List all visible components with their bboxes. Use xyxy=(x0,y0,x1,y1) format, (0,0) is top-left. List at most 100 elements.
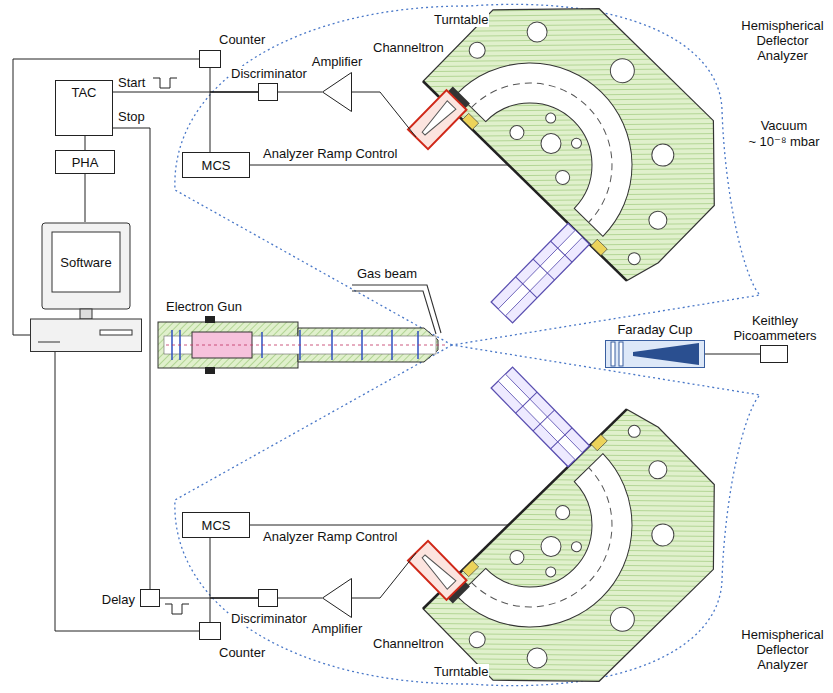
insulator xyxy=(591,239,607,255)
node-label: Counter xyxy=(218,645,266,660)
analyzer-housing xyxy=(346,0,756,366)
gas-beam-tube xyxy=(352,285,441,333)
insulator xyxy=(462,113,478,129)
node-label: Discriminator xyxy=(230,66,308,81)
lens-tube xyxy=(491,223,589,323)
picoammeter-box: Keithley Picoammeters xyxy=(760,345,788,363)
node-label: MCS xyxy=(202,518,231,533)
gas-beam-nozzle xyxy=(352,285,441,334)
amplifier-symbol xyxy=(323,579,352,618)
signal-wire xyxy=(55,352,199,631)
amplifier-symbol xyxy=(322,578,352,618)
signal-wire xyxy=(352,92,416,137)
pressure-label: ~ 10⁻⁸ mbar xyxy=(738,134,830,149)
node-label: Delay xyxy=(101,592,136,607)
faraday-cup: Faraday Cup xyxy=(605,340,705,368)
pulse-symbol xyxy=(153,78,177,88)
housing-holes xyxy=(440,0,735,267)
node-label: Counter xyxy=(218,32,266,47)
analyzer-label: Hemispherical Deflector Analyzer xyxy=(734,18,831,63)
hole xyxy=(647,140,678,171)
faraday-cup xyxy=(605,340,705,368)
electron-gun xyxy=(158,316,446,374)
hole xyxy=(553,167,573,187)
signal-wire xyxy=(85,136,86,150)
hole xyxy=(645,208,670,233)
signal-wire xyxy=(210,538,258,598)
pha-box: PHA xyxy=(55,150,115,174)
mcs-box: MCS xyxy=(182,512,250,538)
case-detail xyxy=(38,342,60,343)
drive-slot xyxy=(100,330,132,335)
central-trajectory xyxy=(471,49,646,222)
mcs-box: MCS xyxy=(182,152,250,178)
channeltron-detector xyxy=(408,85,471,149)
gun-label: Electron Gun xyxy=(165,299,243,314)
amplifier-symbol: Amplifier xyxy=(322,72,352,112)
signal-wire xyxy=(113,128,150,589)
cup-aperture xyxy=(619,342,623,366)
turntable-label: Turntable xyxy=(433,664,489,679)
counter-box: Counter xyxy=(199,50,221,68)
ramp-wire xyxy=(250,165,508,166)
delay-box: Delay xyxy=(140,589,160,607)
node-label: Amplifier xyxy=(311,621,364,636)
signal-wire xyxy=(210,92,258,152)
monitor xyxy=(42,223,130,309)
amplifier-symbol: Amplifier xyxy=(322,578,352,618)
channeltron-label: Channeltron xyxy=(372,40,445,55)
cup-body xyxy=(606,341,705,368)
monitor-stand xyxy=(80,309,92,319)
discriminator-box: Discriminator xyxy=(258,83,278,101)
node-label: Discriminator xyxy=(230,611,308,626)
wires xyxy=(153,78,508,614)
hole xyxy=(626,250,643,267)
analyzer-housing xyxy=(346,324,756,693)
signal-label: Start xyxy=(117,75,146,90)
node-label: Software xyxy=(52,232,120,292)
counter-box: Counter xyxy=(199,622,221,640)
signal-wire xyxy=(352,553,416,598)
vacuum-label: Vacuum xyxy=(738,118,830,133)
hole xyxy=(537,129,565,157)
signal-wire xyxy=(278,598,322,599)
computer xyxy=(30,222,142,352)
lens-element xyxy=(516,241,572,298)
cup-aperture xyxy=(611,342,615,366)
node-label: PHA xyxy=(72,155,99,170)
amplifier-symbol xyxy=(322,72,352,112)
gas-beam-label: Gas beam xyxy=(356,266,418,281)
turntable-label: Turntable xyxy=(433,12,489,27)
signal-wire xyxy=(278,92,322,93)
discriminator-box: Discriminator xyxy=(258,589,278,607)
signal-wire xyxy=(85,174,86,222)
node-label: MCS xyxy=(202,158,231,173)
analyzer-label: Hemispherical Deflector Analyzer xyxy=(734,627,831,672)
computer: Software xyxy=(30,222,142,352)
node-label: TAC xyxy=(71,85,96,100)
hole xyxy=(507,123,527,143)
signal-label: Stop xyxy=(117,109,146,124)
channeltron-cone xyxy=(419,101,456,138)
hole xyxy=(605,54,639,88)
signal-wire xyxy=(705,354,760,355)
tac-box: TAC xyxy=(55,80,113,136)
ramp-label: Analyzer Ramp Control xyxy=(262,146,398,161)
channeltron-label: Channeltron xyxy=(372,636,445,651)
hole xyxy=(544,111,558,125)
computer-case xyxy=(31,319,142,352)
lens-bore xyxy=(498,230,582,316)
node-label: Faraday Cup xyxy=(616,322,693,337)
cup-collector xyxy=(633,343,699,365)
ramp-label: Analyzer Ramp Control xyxy=(262,529,398,544)
hole xyxy=(523,18,551,46)
lens-tube xyxy=(491,223,589,323)
signal-wire xyxy=(13,59,199,335)
channeltron-detector xyxy=(408,90,466,149)
ramp-wire xyxy=(250,525,508,526)
node-label: Amplifier xyxy=(311,54,364,69)
node-label: Keithley Picoammeters xyxy=(728,313,822,343)
hole xyxy=(569,136,583,150)
screen xyxy=(52,232,120,292)
gun-feedthrough xyxy=(205,316,215,323)
